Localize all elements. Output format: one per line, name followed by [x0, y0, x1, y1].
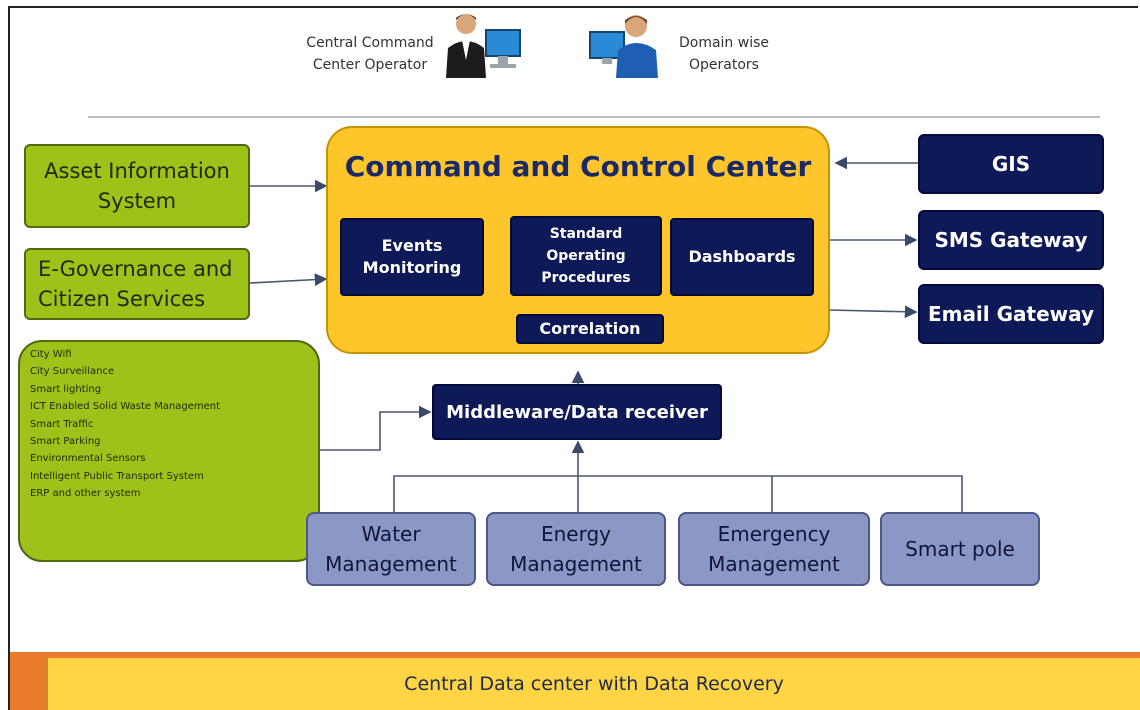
middleware-data-receiver-box: Middleware/Data receiver: [432, 384, 722, 440]
energy-management-box: Energy Management: [486, 512, 666, 586]
emergency-label-line2: Management: [708, 552, 840, 576]
system-item: ERP and other system: [30, 488, 141, 500]
domain-operator-label-line2: Operators: [689, 57, 759, 73]
egov-label-line1: E-Governance and: [38, 257, 233, 281]
system-item: City Surveillance: [30, 366, 115, 378]
system-item: Smart lighting: [30, 383, 102, 395]
correlation-label: Correlation: [539, 319, 641, 338]
sop-label-line3: Procedures: [541, 270, 631, 286]
footer-label: Central Data center with Data Recovery: [404, 673, 784, 695]
sms-label: SMS Gateway: [934, 228, 1088, 252]
energy-label-line1: Energy: [540, 522, 612, 546]
domain-operator-label-line1: Domain wise: [678, 35, 770, 51]
system-item: Environmental Sensors: [30, 453, 146, 465]
events-monitoring-box: Events Monitoring: [340, 218, 484, 296]
emergency-management-box: Emergency Management: [678, 512, 870, 586]
emergency-label-line1: Emergency: [717, 522, 831, 546]
system-item: ICT Enabled Solid Waste Management: [30, 401, 221, 413]
sop-label-line2: Operating: [546, 248, 626, 264]
central-operator-label-line2: Center Operator: [312, 57, 428, 73]
arrow-center-to-email: [827, 305, 918, 319]
water-management-box: Water Management: [306, 512, 476, 586]
energy-label-line2: Management: [510, 552, 642, 576]
asset-label-line2: System: [97, 189, 177, 213]
standard-operating-procedures-box: Standard Operating Procedures: [510, 216, 662, 296]
dashboards-label: Dashboards: [688, 247, 796, 266]
asset-information-system-box: Asset Information System: [24, 144, 250, 228]
system-item: City Wifi: [30, 349, 72, 360]
central-data-center-banner: Central Data center with Data Recovery: [46, 658, 1140, 710]
egov-label-line2: Citizen Services: [38, 287, 206, 311]
events-label-line1: Events: [381, 236, 443, 255]
arrow-egov-to-center: [249, 273, 328, 286]
command-control-center-box: Command and Control Center Events Monito…: [326, 126, 830, 354]
email-gateway-box: Email Gateway: [918, 284, 1104, 344]
smart-pole-label: Smart pole: [905, 537, 1015, 561]
system-item: Smart Parking: [30, 436, 101, 448]
water-label-line2: Management: [325, 552, 457, 576]
page-frame: [8, 6, 1138, 710]
central-operator-label: Central Command Center Operator: [296, 32, 444, 76]
events-label-line2: Monitoring: [362, 258, 462, 277]
sop-label-line1: Standard: [549, 226, 623, 242]
arrow-systems-to-middleware: [320, 405, 432, 451]
domain-operator-label: Domain wise Operators: [664, 32, 784, 76]
email-label: Email Gateway: [927, 302, 1095, 326]
central-operator-label-line1: Central Command: [306, 35, 434, 51]
bus-domains: [393, 475, 963, 512]
central-operator-icon: [446, 14, 521, 78]
system-item: Smart Traffic: [30, 418, 94, 430]
city-systems-box: City Wifi City Surveillance Smart lighti…: [18, 340, 320, 562]
header-separator: [88, 116, 1100, 118]
middleware-label: Middleware/Data receiver: [446, 401, 708, 423]
smart-pole-box: Smart pole: [880, 512, 1040, 586]
egovernance-citizen-services-box: E-Governance and Citizen Services: [24, 248, 250, 320]
sms-gateway-box: SMS Gateway: [918, 210, 1104, 270]
gis-box: GIS: [918, 134, 1104, 194]
water-label-line1: Water: [361, 522, 421, 546]
system-item: Intelligent Public Transport System: [30, 470, 204, 482]
correlation-box: Correlation: [516, 314, 664, 344]
dashboards-box: Dashboards: [670, 218, 814, 296]
command-center-title: Command and Control Center: [344, 150, 812, 183]
gis-label: GIS: [991, 152, 1031, 176]
asset-label-line1: Asset Information: [44, 159, 230, 183]
domain-operator-icon: [589, 15, 658, 78]
